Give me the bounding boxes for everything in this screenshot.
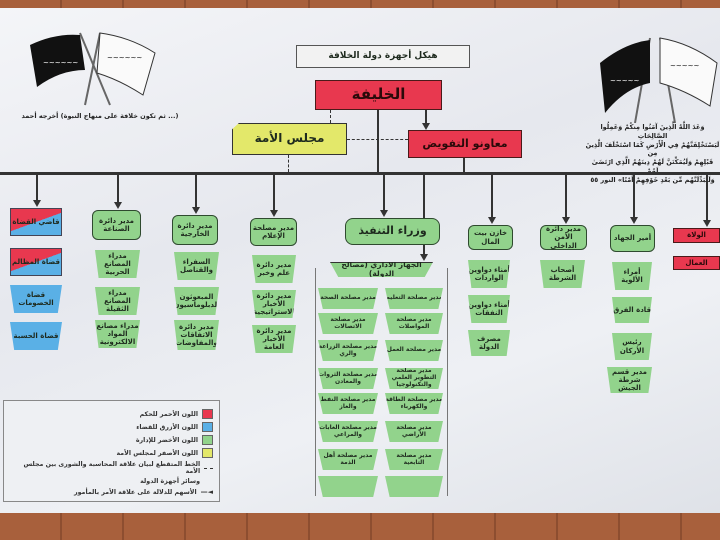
admin-department-item	[318, 476, 378, 497]
quran-quote: وَعَدَ اللَّهُ الَّذِينَ آمَنُوا مِنكُمْ…	[585, 123, 720, 184]
executive-ministers-box: وزراء التنفيذ	[345, 218, 440, 245]
admin-department-item: مدير مصلحة الاتصالات	[318, 313, 378, 334]
red-swatch	[202, 409, 213, 419]
treasury-item: أمناء دواوين النفقات	[468, 295, 510, 323]
arrow-icon	[380, 210, 388, 217]
arrow-icon	[422, 123, 430, 130]
dotted-connector	[347, 139, 408, 140]
connector	[423, 174, 425, 255]
admin-department-item: مدير مصلحة الأراضي	[385, 421, 443, 442]
admin-department-item: مدير مصلحة أهل الذمة	[318, 449, 378, 470]
treasury-item: مصرف الدولة	[468, 330, 510, 356]
media-head-box: مدير مصلحة الإعلام	[250, 218, 297, 246]
jihad-item: أمراء الألوية	[612, 262, 652, 290]
hisba-judges-box: قضاة الحسبة	[10, 322, 62, 350]
green-swatch	[202, 435, 213, 445]
admin-department-item: مدير مصلحة المواصلات	[385, 313, 443, 334]
foreign-item: مدير دائرة الاتفاقات والمفاوضات	[174, 320, 219, 350]
arrow-icon	[420, 254, 428, 261]
connector	[633, 174, 635, 218]
svg-text:~~~~~: ~~~~~	[670, 62, 699, 70]
industry-head-box: مدير دائرة الصناعة	[92, 210, 141, 240]
legend: اللون الأحمر للحكم اللون الأزرق للقضاء ا…	[3, 400, 220, 502]
industry-item: مدراء المصانع الحربية	[95, 250, 140, 278]
connector	[565, 174, 567, 218]
flags-left-icon: ~~~~~~ ~~~~~~	[30, 32, 156, 106]
connector	[36, 174, 38, 201]
media-item: مدير دائرة علم وخبر	[252, 255, 296, 283]
arrow-line-icon: ◄—	[200, 488, 213, 496]
security-item: أصحاب الشرطة	[540, 260, 585, 288]
hadith-quote: (... ثم تكون خلافة على منهاج النبوة) أخر…	[21, 112, 179, 120]
governors-box: الولاة	[673, 228, 720, 243]
yellow-swatch	[202, 448, 213, 458]
jihad-item: رئيس الأركان	[612, 333, 652, 360]
dotted-line-icon	[204, 467, 213, 469]
workers-box: العمال	[673, 256, 720, 270]
admin-department-item: مدير مصلحة الزراعة والري	[318, 340, 378, 361]
jihad-head-box: أمير الجهاد	[610, 225, 655, 252]
chart-title: هيكل أجهزة دولة الخلافة	[296, 45, 470, 68]
foreign-item: السفراء والقناصل	[174, 252, 219, 280]
arrow-icon	[562, 217, 570, 224]
foreign-item: المبعوثون الدبلوماسيون	[174, 287, 219, 315]
admin-department-item: مدير مصلحة الثروات والمعادن	[318, 368, 378, 389]
arrow-icon	[114, 202, 122, 209]
admin-apparatus-box: الجهاز الاداري (مصالح الدولة)	[330, 262, 433, 277]
svg-text:~~~~~: ~~~~~	[610, 77, 639, 85]
foreign-head-box: مدير دائرة الخارجية	[172, 215, 218, 245]
arrow-icon	[488, 217, 496, 224]
jihad-item: مدير قسم شرطة الجيش	[607, 367, 652, 393]
media-item: مدير دائرة الأخبار العامة	[252, 325, 296, 353]
grievance-judges-box: قضاة المظالم	[10, 248, 62, 276]
flag-script-left: ~~~~~~	[43, 59, 78, 67]
chief-judge-box: قاضي القضاة	[10, 208, 62, 236]
media-item: مدير دائرة الأخبار الاستراتيجية	[252, 290, 296, 318]
admin-department-item: مدير مصلحة التطوير العلمي والتكنولوجيا	[385, 368, 443, 389]
delegated-assistants-box: معاونو التفويض	[408, 130, 522, 158]
industry-item: مدراء المصانع الثقيلة	[95, 287, 140, 315]
arrow-icon	[33, 200, 41, 207]
connector	[273, 174, 275, 211]
admin-department-item: مدير مصلحة الصحة	[318, 288, 378, 309]
jihad-item: قادة الفرق	[612, 297, 652, 323]
admin-department-item	[385, 476, 443, 497]
security-head-box: مدير دائرة الأمن الداخلي	[540, 225, 587, 250]
blue-swatch	[202, 422, 213, 432]
industry-item: مدراء مصانع المواد الالكترونية	[95, 320, 140, 348]
connector	[706, 174, 708, 221]
connector	[383, 174, 385, 211]
flags-right-icon: ~~~~~ ~~~~~	[600, 37, 718, 123]
connector	[377, 110, 379, 172]
svg-text:~~~~~~: ~~~~~~	[107, 54, 142, 62]
treasury-head-box: خازن بيت المال	[468, 225, 513, 250]
admin-department-item: مدير مصلحة الغابات والمراعي	[318, 421, 378, 442]
admin-department-item: مدير مصلحة التابعية	[385, 449, 443, 470]
admin-department-item: مدير مصلحة التعليم	[385, 288, 443, 309]
connector	[195, 174, 197, 208]
arrow-icon	[270, 210, 278, 217]
main-branch-line	[0, 172, 720, 175]
arrow-icon	[703, 220, 711, 227]
admin-department-item: مدير مصلحة العمل	[385, 340, 443, 361]
admin-department-item: مدير مصلحة الطاقة والكهرباء	[385, 393, 443, 414]
disputes-judges-box: قضاة الخصومات	[10, 285, 62, 313]
caliph-box: الخليفة	[315, 80, 442, 110]
treasury-item: أمناء دواوين الواردات	[468, 260, 510, 288]
arrow-icon	[192, 207, 200, 214]
brick-wall-top	[0, 0, 720, 8]
ummah-council-box: مجلس الأمة	[232, 123, 347, 155]
brick-wall-bottom	[0, 513, 720, 540]
arrow-icon	[630, 217, 638, 224]
admin-department-item: مدير مصلحة النفط والغاز	[318, 393, 378, 414]
connector	[491, 174, 493, 218]
connector	[117, 174, 119, 203]
